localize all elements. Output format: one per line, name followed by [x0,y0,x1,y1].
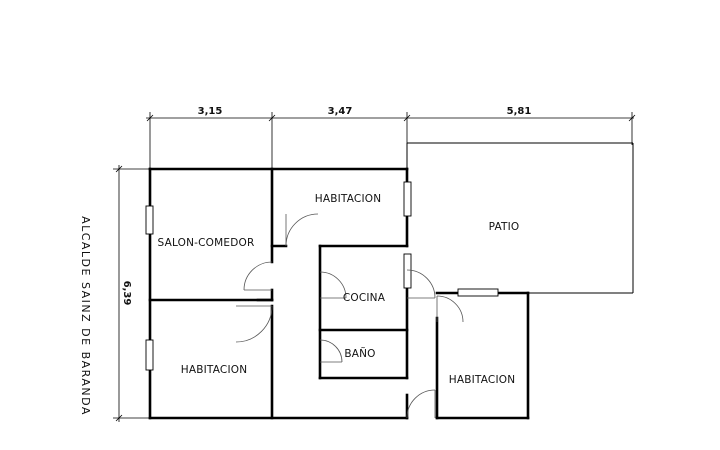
room-label-habitacion-top: HABITACION [315,193,382,205]
room-label-habitacion-bottom-left: HABITACION [181,364,248,376]
room-label-habitacion-bottom-right: HABITACION [449,374,516,386]
room-label-cocina: COCINA [343,292,386,304]
dimension-label-top-1: 3,15 [198,106,223,117]
door-swings [235,213,464,419]
left-dimension-line [113,165,150,422]
room-label-salon-comedor: SALON-COMEDOR [158,237,255,249]
top-dimension-lines [146,112,636,168]
street-label: ALCALDE SAINZ DE BARANDA [79,216,92,416]
room-label-bano: BAÑO [344,347,375,360]
room-label-patio: PATIO [489,221,520,233]
dimension-label-top-2: 3,47 [328,106,353,117]
dimension-label-left: 6,39 [121,281,132,306]
patio-outline [406,142,634,294]
dimension-label-top-3: 5,81 [507,106,532,117]
windows [145,181,499,371]
